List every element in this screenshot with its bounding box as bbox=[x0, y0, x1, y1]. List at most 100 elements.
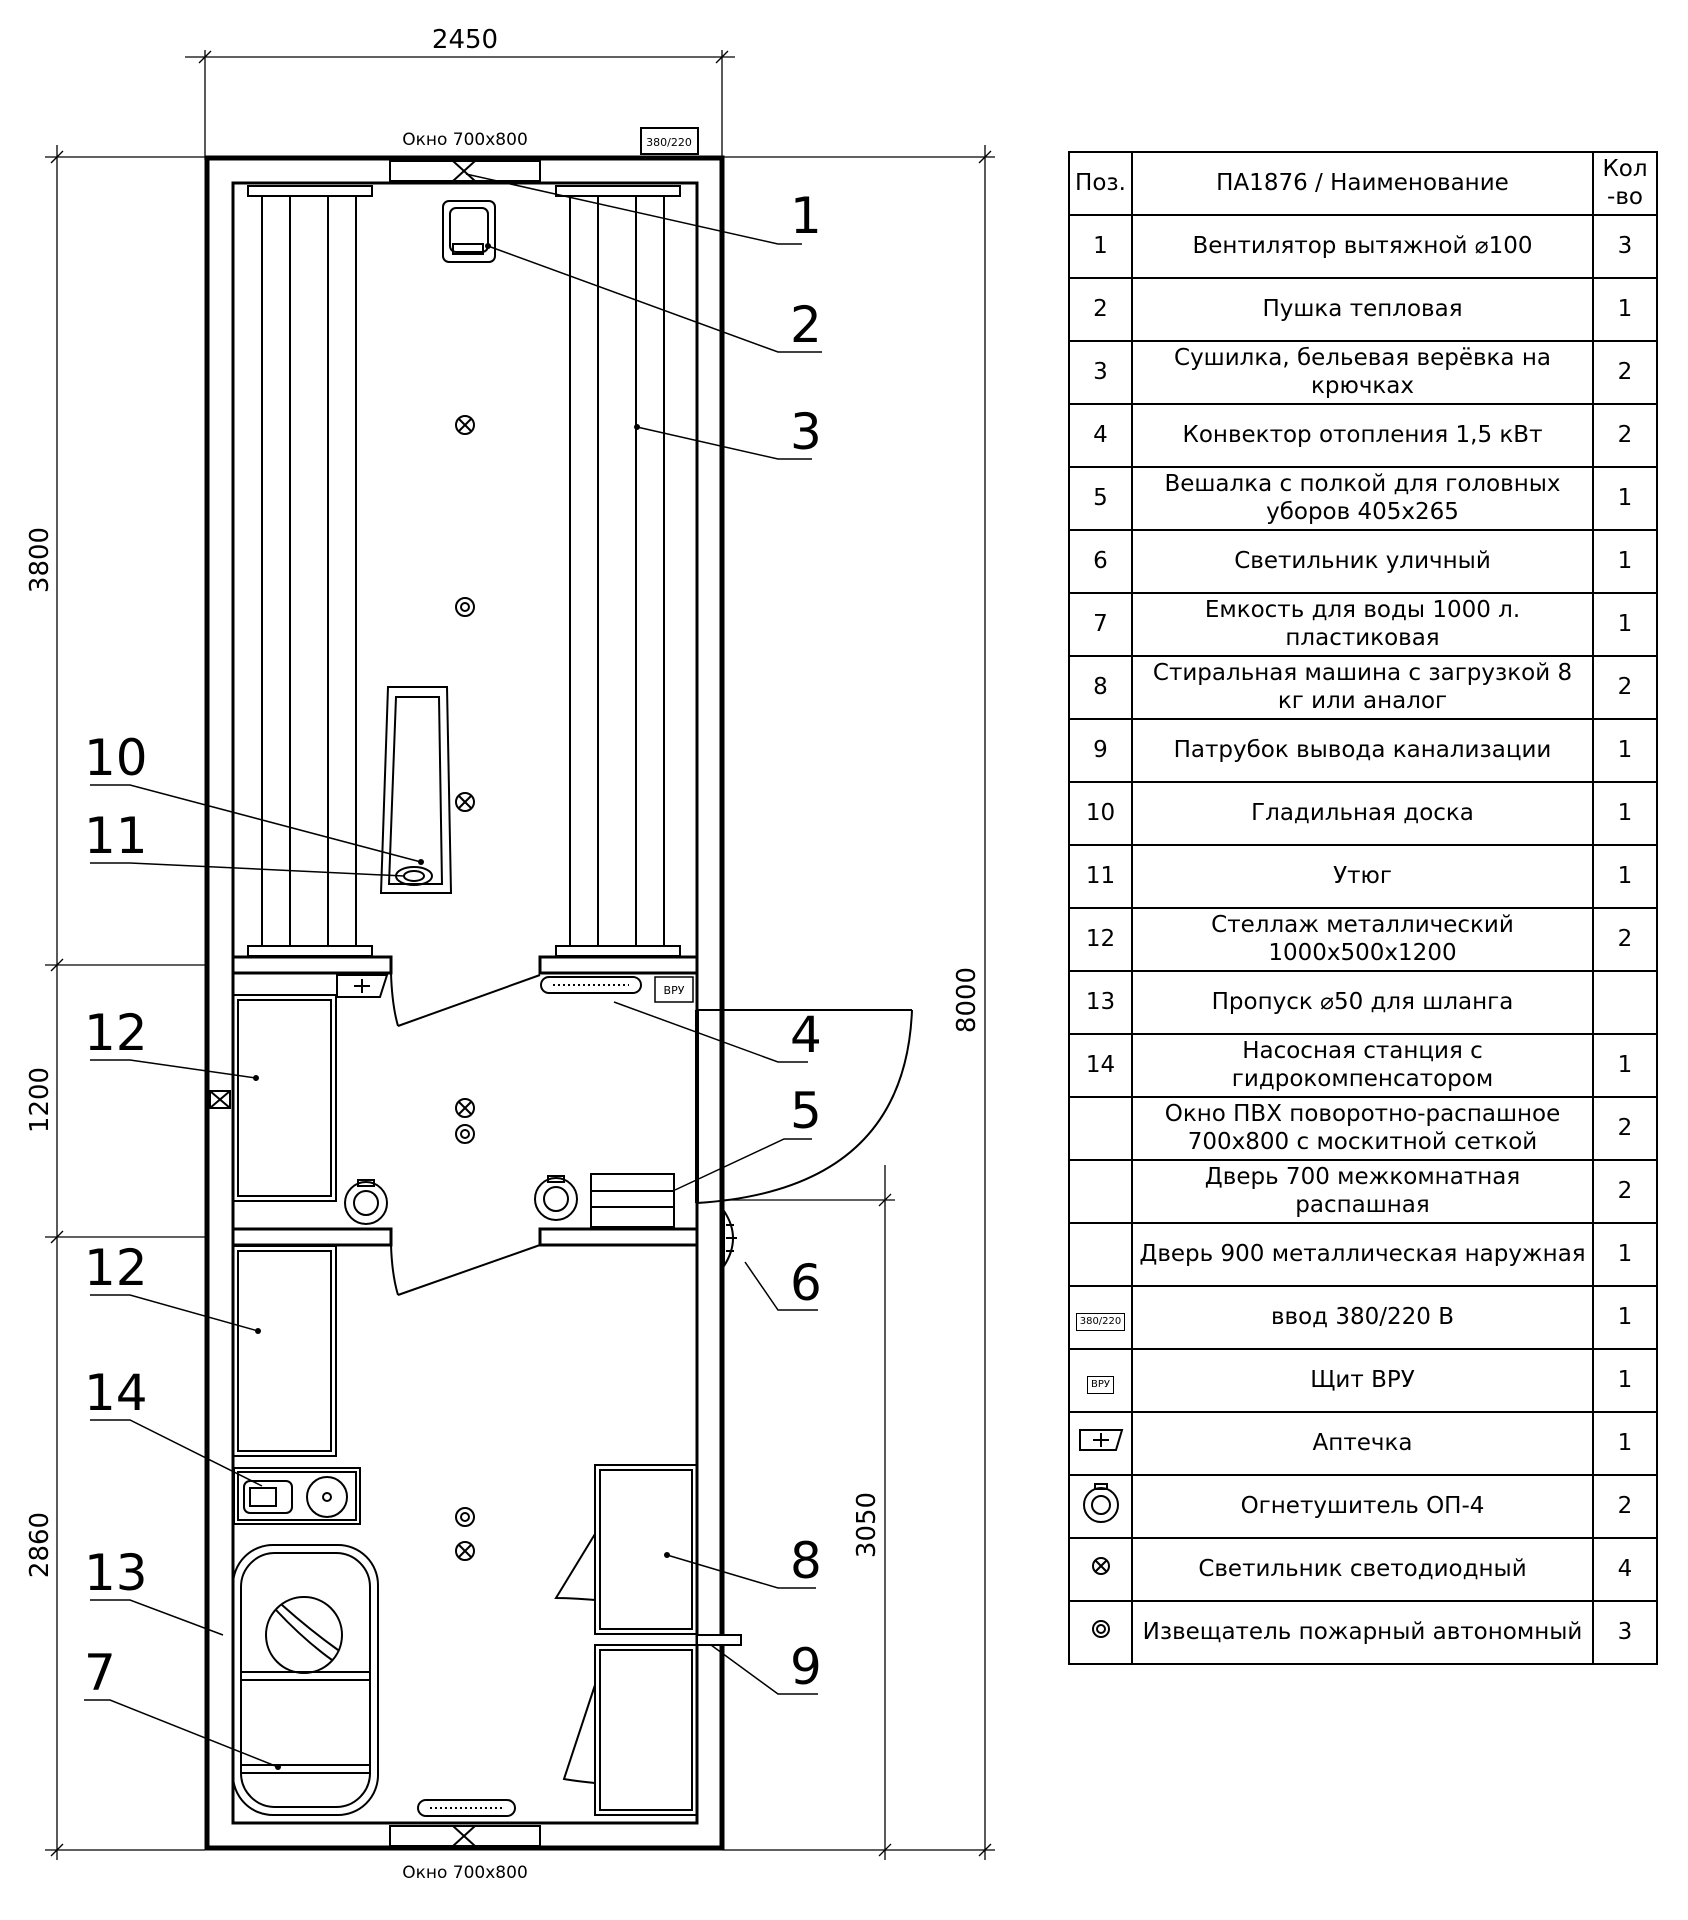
row-qty: 1 bbox=[1592, 781, 1658, 846]
row-name: Извещатель пожарный автономный bbox=[1131, 1600, 1594, 1665]
smoke-detector-icon bbox=[455, 1124, 475, 1144]
row-name: Гладильная доска bbox=[1131, 781, 1594, 846]
callout-leaders bbox=[84, 173, 822, 1768]
first-aid-icon bbox=[336, 974, 389, 998]
dim-section-mid: 1200 bbox=[25, 1067, 55, 1133]
svg-text:ВРУ: ВРУ bbox=[664, 984, 685, 997]
led-light-icon bbox=[455, 1541, 475, 1561]
row-pos: ВРУ bbox=[1068, 1348, 1133, 1413]
window-bottom-label: Окно 700х800 bbox=[402, 1863, 528, 1883]
dim-section-top: 3800 bbox=[25, 527, 55, 593]
drying-rack-left bbox=[247, 185, 373, 957]
callout-3: 3 bbox=[790, 403, 822, 461]
exterior-door bbox=[695, 1009, 913, 1204]
led-light-icon bbox=[455, 1098, 475, 1118]
shelving-unit-upper bbox=[232, 994, 337, 1202]
row-pos bbox=[1068, 1096, 1133, 1161]
row-pos: 6 bbox=[1068, 529, 1133, 594]
row-qty bbox=[1592, 970, 1658, 1035]
row-pos: 1 bbox=[1068, 214, 1133, 279]
table-row: Окно ПВХ поворотно-распашное 700х800 с м… bbox=[1068, 1096, 1658, 1161]
row-name: Дверь 900 металлическая наружная bbox=[1131, 1222, 1594, 1287]
row-qty: 2 bbox=[1592, 1474, 1658, 1539]
ironing-board bbox=[379, 686, 453, 894]
callout-13: 13 bbox=[84, 1544, 148, 1602]
row-pos: 7 bbox=[1068, 592, 1133, 657]
smoke-detector-icon bbox=[455, 1507, 475, 1527]
row-qty: 1 bbox=[1592, 844, 1658, 909]
panel-vru-badge: ВРУ bbox=[654, 976, 694, 1003]
drain-pipe bbox=[696, 1634, 742, 1646]
extinguisher-icon bbox=[534, 1175, 578, 1221]
hose-passthrough bbox=[209, 1090, 231, 1109]
extinguisher-icon bbox=[1082, 1482, 1119, 1523]
dim-right-lower: 3050 bbox=[852, 1492, 882, 1558]
row-pos: 14 bbox=[1068, 1033, 1133, 1098]
row-pos: 11 bbox=[1068, 844, 1133, 909]
first-aid-icon bbox=[1078, 1428, 1123, 1451]
row-qty: 1 bbox=[1592, 1285, 1658, 1350]
interior-door-upper bbox=[390, 972, 541, 1027]
header-qty: Кол -во bbox=[1592, 151, 1658, 216]
callout-14: 14 bbox=[84, 1364, 148, 1422]
window-top bbox=[389, 160, 541, 182]
row-qty: 1 bbox=[1592, 466, 1658, 531]
pump-station bbox=[233, 1467, 361, 1525]
street-light-icon bbox=[723, 1207, 737, 1270]
row-qty: 2 bbox=[1592, 340, 1658, 405]
led-light-icon bbox=[455, 792, 475, 812]
dim-total-height: 8000 bbox=[952, 967, 982, 1033]
row-pos: 5 bbox=[1068, 466, 1133, 531]
row-name: Пушка тепловая bbox=[1131, 277, 1594, 342]
dim-section-bottom: 2860 bbox=[25, 1512, 55, 1578]
row-pos: 4 bbox=[1068, 403, 1133, 468]
callout-6: 6 bbox=[790, 1254, 822, 1312]
row-qty: 1 bbox=[1592, 1033, 1658, 1098]
header-name: ПА1876 / Наименование bbox=[1131, 151, 1594, 216]
callout-2: 2 bbox=[790, 296, 822, 354]
dimension-lines bbox=[45, 50, 995, 1860]
water-tank bbox=[232, 1544, 379, 1816]
row-name: Дверь 700 межкомнатная распашная bbox=[1131, 1159, 1594, 1224]
table-header-row: Поз. ПА1876 / Наименование Кол -во bbox=[1068, 151, 1658, 216]
callout-9: 9 bbox=[790, 1638, 822, 1696]
row-qty: 1 bbox=[1592, 592, 1658, 657]
callout-4: 4 bbox=[790, 1006, 822, 1064]
row-qty: 2 bbox=[1592, 1096, 1658, 1161]
callout-5: 5 bbox=[790, 1082, 822, 1140]
shelving-unit-lower bbox=[232, 1245, 337, 1457]
row-qty: 2 bbox=[1592, 1159, 1658, 1224]
callout-12-lower: 12 bbox=[84, 1239, 148, 1297]
row-pos bbox=[1068, 1411, 1133, 1476]
row-name: Окно ПВХ поворотно-распашное 700х800 с м… bbox=[1131, 1096, 1594, 1161]
row-qty: 1 bbox=[1592, 529, 1658, 594]
row-name: ввод 380/220 В bbox=[1131, 1285, 1594, 1350]
row-name: Насосная станция с гидрокомпенсатором bbox=[1131, 1033, 1594, 1098]
convector-lower bbox=[417, 1799, 516, 1817]
row-name: Вентилятор вытяжной ⌀100 bbox=[1131, 214, 1594, 279]
callout-1: 1 bbox=[790, 187, 822, 245]
row-qty: 1 bbox=[1592, 277, 1658, 342]
callout-8: 8 bbox=[790, 1532, 822, 1590]
led-light-icon bbox=[1091, 1556, 1110, 1575]
header-pos: Поз. bbox=[1068, 151, 1133, 216]
smoke-detectors bbox=[455, 597, 475, 1527]
row-name: Патрубок вывода канализации bbox=[1131, 718, 1594, 783]
row-qty: 1 bbox=[1592, 1411, 1658, 1476]
smoke-detector-icon bbox=[455, 597, 475, 617]
extinguisher-icon bbox=[344, 1179, 388, 1225]
